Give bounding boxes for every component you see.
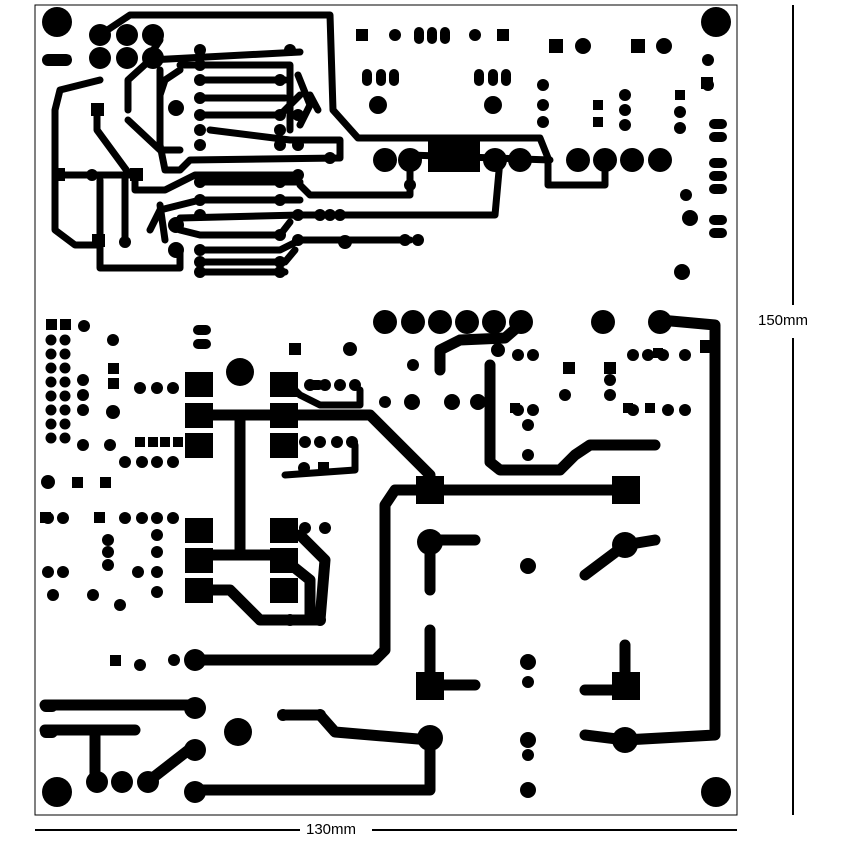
large-square-pads — [185, 137, 640, 700]
board-height-label: 150mm — [758, 311, 809, 331]
large-round-pads — [86, 24, 672, 803]
oval-pads — [40, 27, 727, 738]
board-width-label: 130mm — [304, 821, 359, 838]
small-round-pads — [42, 29, 714, 761]
small-square-pads — [40, 29, 713, 666]
mounting-holes — [42, 7, 731, 807]
pin-header-left — [45, 319, 71, 444]
board-outline — [34, 4, 738, 816]
medium-round-pads — [41, 38, 698, 798]
